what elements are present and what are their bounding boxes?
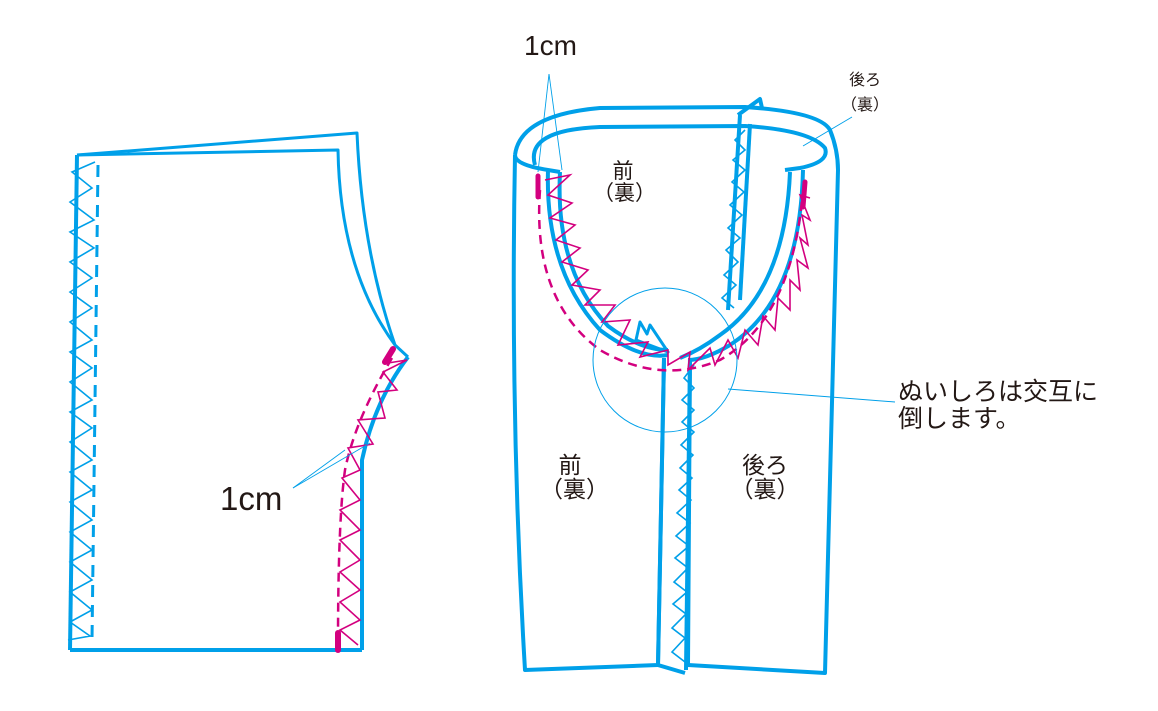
right-back-leg — [679, 114, 840, 675]
leg-front-label-line2: （裏） — [540, 477, 609, 504]
right-seam-allowance-label: 1cm — [524, 30, 577, 61]
center-back-zigzag — [720, 129, 747, 309]
crotch-notch — [634, 320, 670, 354]
callout-leader — [727, 388, 896, 403]
callout-note: ぬいしろは交互に 倒します。 — [898, 378, 1098, 432]
left-overlock-zigzag — [67, 161, 96, 641]
crotch-overlock-zigzag — [544, 173, 812, 373]
waist-back-label-line1: 後ろ — [848, 70, 881, 89]
crotch-end-mark — [800, 179, 808, 210]
left-seam-allowance-label: 1cm — [220, 480, 283, 517]
left-pattern-piece — [68, 131, 410, 652]
left-stitch-line — [90, 164, 100, 641]
right-front-leg — [511, 154, 669, 672]
waist-back-leader — [802, 116, 853, 147]
crotch-stitch-line — [537, 189, 804, 372]
leg-back-label-line1: 後ろ — [742, 453, 788, 479]
waist-front-label: 前 （裏） — [593, 159, 656, 206]
waist-back-label-line2: （裏） — [840, 94, 889, 114]
callout-note-line1: ぬいしろは交互に — [898, 377, 1099, 406]
detail-circle — [592, 287, 738, 433]
left-inseam-start-mark — [382, 346, 396, 365]
left-inseam-zigzag — [338, 359, 408, 646]
waist-front-label-line2: （裏） — [593, 181, 656, 206]
waist-front-label-line1: 前 — [612, 159, 634, 183]
waist-back-label: 後ろ （裏） — [840, 70, 890, 114]
left-inseam-stitch-line — [336, 357, 394, 646]
left-1cm-leader — [292, 442, 371, 489]
center-inseam-strip — [655, 357, 692, 675]
leg-front-label: 前 （裏） — [540, 453, 609, 504]
right-1cm-leader — [537, 73, 563, 173]
leg-back-label-line2: （裏） — [730, 477, 800, 504]
center-inseam-zigzag — [670, 364, 696, 663]
right-waistband — [513, 97, 840, 174]
callout-note-line2: 倒します。 — [898, 404, 1021, 433]
leg-back-label: 後ろ （裏） — [730, 454, 800, 502]
leg-front-label-line1: 前 — [558, 453, 582, 479]
